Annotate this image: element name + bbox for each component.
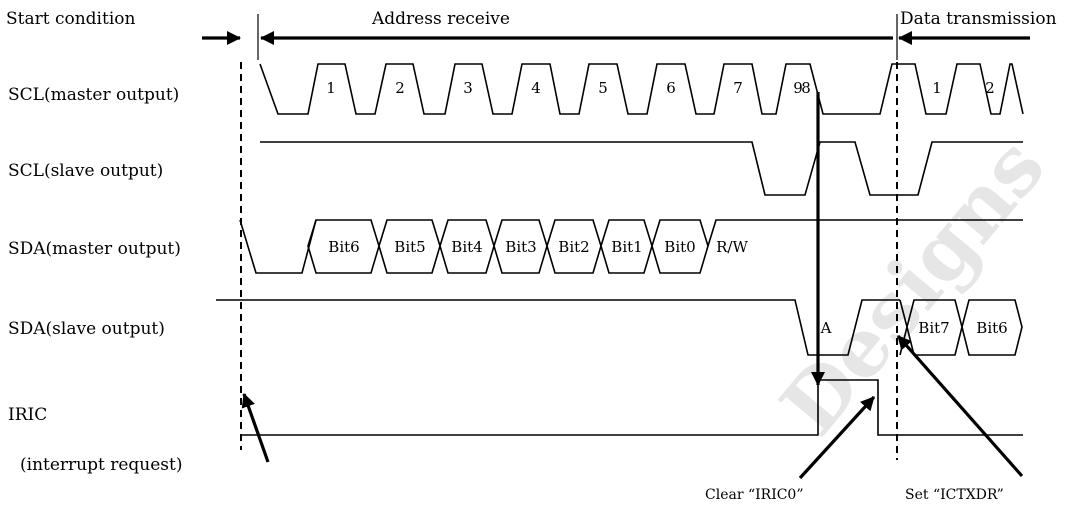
scl-master-waveform [259, 63, 1024, 115]
sda-master-waveform [239, 219, 1023, 274]
scl-master-label: SCL(master output) [8, 85, 179, 105]
watermark-text: Designs [763, 120, 1063, 452]
clear-iric0-label: Clear “IRIC0” [705, 487, 804, 503]
sda-bit-label: Bit5 [394, 238, 425, 256]
set-ictxdr-label: Set “ICTXDR” [905, 487, 1004, 503]
iric-sub-label: (interrupt request) [20, 455, 183, 475]
scl-cycle-label: 2 [395, 79, 405, 97]
sda-bit-label: Bit1 [611, 238, 642, 256]
scl-cycle-label: 9 [793, 79, 803, 97]
scl-cycle-label: 7 [733, 79, 743, 97]
scl-master-cycle-labels: 1 2 3 4 5 6 7 8 9 1 2 [326, 79, 995, 97]
scl-slave-label: SCL(slave output) [8, 161, 163, 181]
phase-address-label: Address receive [371, 9, 510, 29]
scl-data-cycle-label: 2 [985, 79, 995, 97]
sda-bit-label: Bit3 [505, 238, 536, 256]
scl-slave-waveform [260, 141, 1023, 196]
scl-cycle-label: 8 [801, 79, 811, 97]
sda-slave-ack-label: A [820, 319, 832, 337]
sda-master-bit-labels: Bit6 Bit5 Bit4 Bit3 Bit2 Bit1 Bit0 R/W [328, 238, 748, 256]
iric-label: IRIC [8, 405, 47, 425]
phase-data-label: Data transmission [900, 9, 1057, 29]
phase-start-label: Start condition [6, 9, 136, 29]
sda-master-release [707, 219, 1023, 247]
scl-cycle-label: 3 [463, 79, 473, 97]
sda-bit-label: Bit0 [664, 238, 695, 256]
sda-slave-label: SDA(slave output) [8, 319, 165, 339]
phase-arrows [202, 14, 1030, 60]
scl-cycle-label: 5 [598, 79, 608, 97]
sda-bit-label: Bit6 [328, 238, 359, 256]
scl-cycle-label: 4 [531, 79, 541, 97]
scl-cycle-label: 6 [666, 79, 676, 97]
clear-iric0-arrow [798, 395, 876, 480]
sda-master-bus [307, 219, 709, 274]
sda-master-start [239, 219, 317, 274]
start-iric-arrow [241, 393, 270, 463]
sda-slave-ack [216, 299, 900, 356]
sda-slave-bit-label: Bit6 [976, 319, 1007, 337]
sda-bit-label: Bit4 [451, 238, 482, 256]
annotation-arrows [241, 92, 1024, 480]
iric-waveform [240, 379, 1023, 436]
set-ictxdr-arrow [896, 334, 1024, 478]
watermark: Designs [763, 120, 1063, 452]
sda-bit-label: Bit2 [558, 238, 589, 256]
scl-cycle-label: 1 [326, 79, 336, 97]
sda-slave-bit-label: Bit7 [918, 319, 949, 337]
scl-data-cycle-label: 1 [932, 79, 942, 97]
sda-bit-label: R/W [716, 238, 748, 256]
sda-master-label: SDA(master output) [8, 239, 181, 259]
